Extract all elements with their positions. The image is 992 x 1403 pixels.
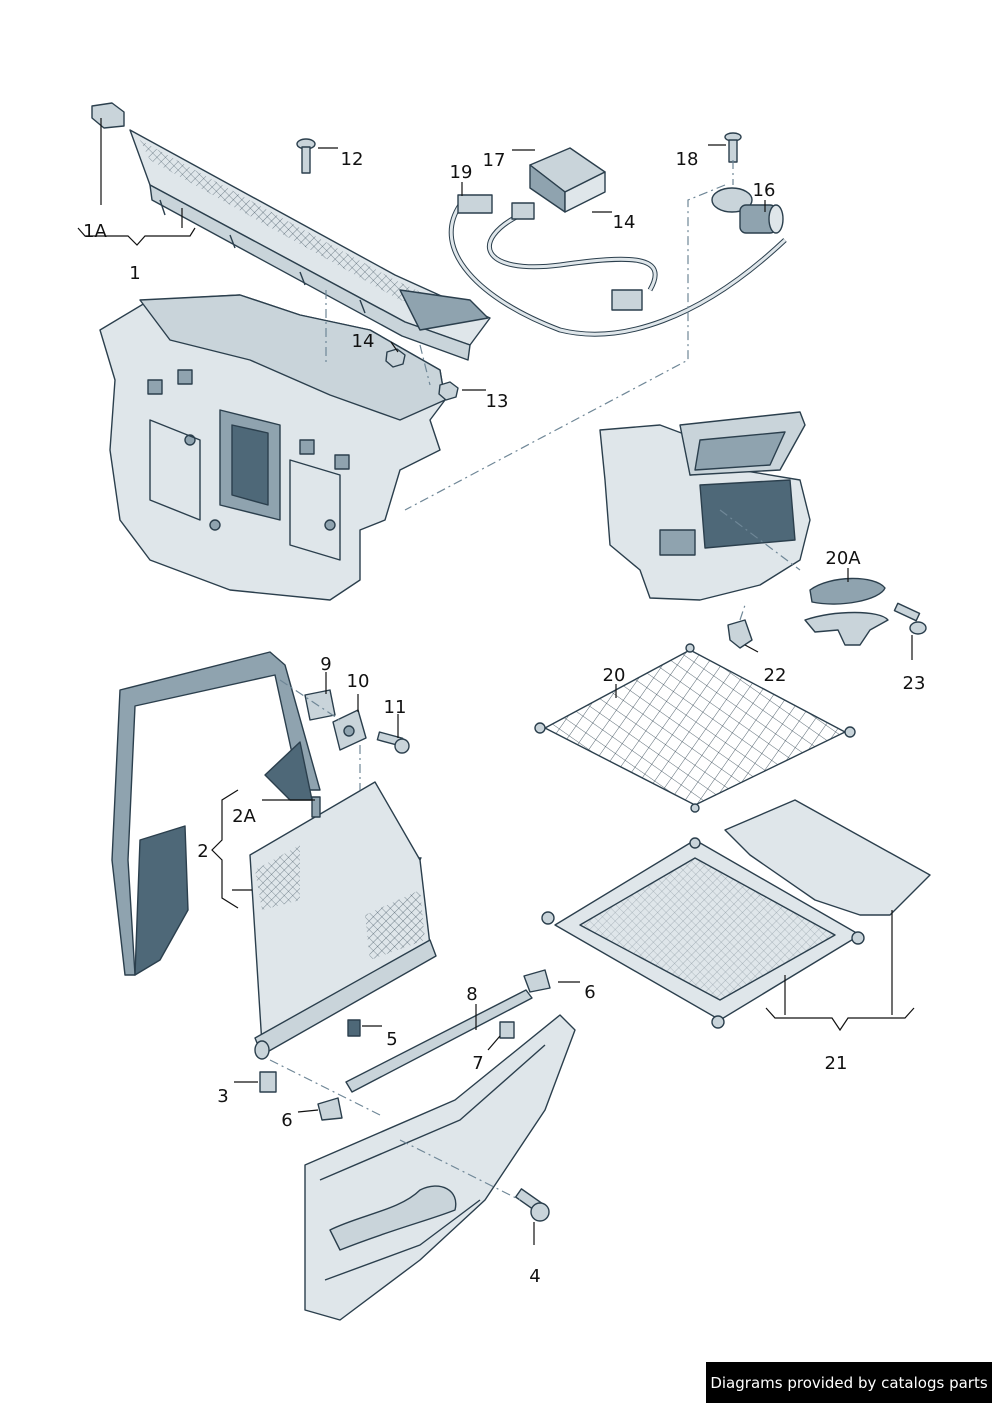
screw-18 xyxy=(724,132,742,163)
cap-6-upper xyxy=(523,969,551,993)
screw-23 xyxy=(893,602,927,635)
screw-12 xyxy=(296,138,316,174)
label-5: 5 xyxy=(386,1029,397,1050)
cap-6-lower xyxy=(317,1097,343,1121)
rear-panel xyxy=(99,294,446,601)
label-11: 11 xyxy=(384,697,407,718)
rear-door-frame xyxy=(111,651,321,976)
label-20a: 20A xyxy=(825,548,861,569)
label-13: 13 xyxy=(486,391,509,412)
label-12: 12 xyxy=(341,149,364,170)
clip-5 xyxy=(347,1019,361,1037)
label-6-lower: 6 xyxy=(281,1110,292,1131)
end-cap-clip-1a xyxy=(91,102,125,129)
label-3: 3 xyxy=(217,1086,228,1107)
side-window-sunshade-2 xyxy=(249,781,437,1060)
nut-14-left xyxy=(385,348,406,368)
screw-4 xyxy=(514,1188,550,1222)
door-trim-panel xyxy=(304,1014,576,1321)
motor-16 xyxy=(711,187,784,234)
label-8: 8 xyxy=(466,984,477,1005)
label-2: 2 xyxy=(197,841,208,862)
label-1: 1 xyxy=(129,263,140,284)
label-19: 19 xyxy=(450,162,473,183)
label-14-left: 14 xyxy=(352,331,375,352)
label-14-right: 14 xyxy=(613,212,636,233)
control-unit-17 xyxy=(529,147,606,213)
watermark-banner: Diagrams provided by catalogs parts xyxy=(706,1362,992,1403)
nut-13 xyxy=(438,381,459,401)
label-22: 22 xyxy=(764,665,787,686)
screw-11 xyxy=(376,731,410,754)
label-23: 23 xyxy=(903,673,926,694)
label-10: 10 xyxy=(347,671,370,692)
label-7: 7 xyxy=(472,1053,483,1074)
bracket-10 xyxy=(332,709,367,751)
label-9: 9 xyxy=(320,654,331,675)
label-17: 17 xyxy=(483,150,506,171)
label-2a: 2A xyxy=(232,806,256,827)
label-20: 20 xyxy=(603,665,626,686)
vehicle-rear-view xyxy=(599,411,811,601)
label-1a: 1A xyxy=(83,221,107,242)
clip-22 xyxy=(727,619,753,649)
label-6-upper: 6 xyxy=(584,982,595,1003)
trim-strip-8 xyxy=(345,989,533,1093)
luggage-net-20 xyxy=(534,643,856,813)
clip-3 xyxy=(259,1071,277,1093)
label-16: 16 xyxy=(753,180,776,201)
watermark-text: Diagrams provided by catalogs parts xyxy=(710,1373,988,1392)
hook-20a xyxy=(804,577,889,646)
wiring-harness-19 xyxy=(448,194,787,337)
label-4: 4 xyxy=(529,1266,540,1287)
parcel-shelf-cassette xyxy=(129,129,491,361)
callout-labels: 1 1A 12 14 13 17 19 14 18 16 20A 22 23 2… xyxy=(83,149,925,1287)
bracket-9 xyxy=(304,689,336,721)
clip-7 xyxy=(499,1021,515,1039)
label-21: 21 xyxy=(825,1053,848,1074)
alignment-lines xyxy=(269,160,746,1201)
leader-lines xyxy=(77,118,915,1245)
label-18: 18 xyxy=(676,149,699,170)
floor-net-frame-21 xyxy=(373,799,931,1029)
